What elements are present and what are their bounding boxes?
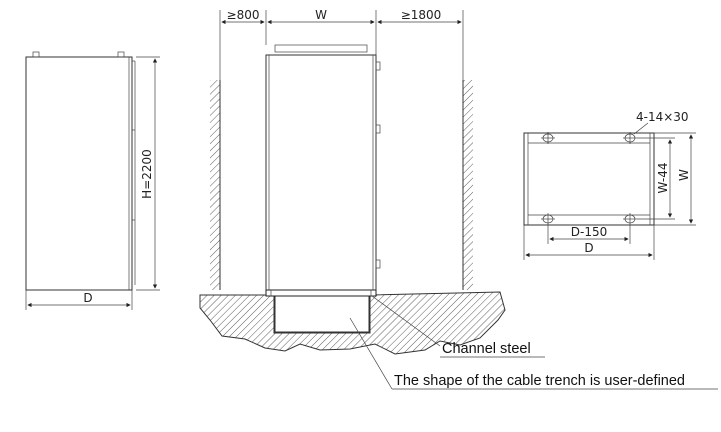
- height-label: H=2200: [140, 149, 154, 199]
- right-clearance-dimension: ≥1800: [377, 8, 462, 25]
- bolt-hole-top-right: [623, 132, 637, 144]
- bolt-spec-label: 4-14×30: [636, 110, 689, 124]
- channel-steel-label: Channel steel: [442, 341, 531, 357]
- floor-section: [199, 291, 506, 355]
- channel-steel: [265, 289, 377, 297]
- cabinet-side-outline: [25, 51, 136, 291]
- side-depth-label: D: [83, 291, 92, 305]
- right-clearance-label: ≥1800: [401, 8, 442, 22]
- left-clearance-label: ≥800: [227, 8, 260, 22]
- cabinet-front-outline: [265, 44, 381, 291]
- inner-width-label: W-44: [656, 163, 670, 194]
- base-width-dimension: W: [654, 132, 696, 226]
- width-label: W: [315, 8, 327, 22]
- right-wall-hatch: [463, 80, 473, 290]
- height-dimension: H=2200: [136, 56, 160, 291]
- cable-trench-label: The shape of the cable trench is user-de…: [394, 373, 685, 389]
- side-view: H=2200 D: [25, 51, 160, 310]
- inner-depth-dimension: D-150: [547, 225, 631, 244]
- base-width-label: W: [677, 169, 691, 181]
- side-depth-dimension: D: [25, 290, 133, 310]
- cable-trench-leader: [349, 317, 393, 390]
- inner-depth-label: D-150: [571, 225, 607, 239]
- bolt-hole-top-left: [541, 132, 555, 144]
- base-depth-dimension: D: [523, 225, 655, 260]
- base-depth-label: D: [584, 241, 593, 255]
- width-dimension: W: [267, 8, 375, 25]
- channel-steel-leader: [371, 295, 441, 347]
- cable-trench: [274, 295, 370, 333]
- base-frame-outer: [523, 132, 655, 226]
- left-wall-hatch: [210, 80, 220, 290]
- bolt-hole-bottom-right: [623, 213, 637, 225]
- front-view: ≥800 W ≥1800: [199, 8, 718, 390]
- inner-width-dimension: W-44: [637, 137, 675, 220]
- left-clearance-dimension: ≥800: [221, 8, 265, 25]
- base-plan-view: 4-14×30 W-44 W D-150 D: [523, 110, 696, 260]
- bolt-hole-bottom-left: [541, 213, 555, 225]
